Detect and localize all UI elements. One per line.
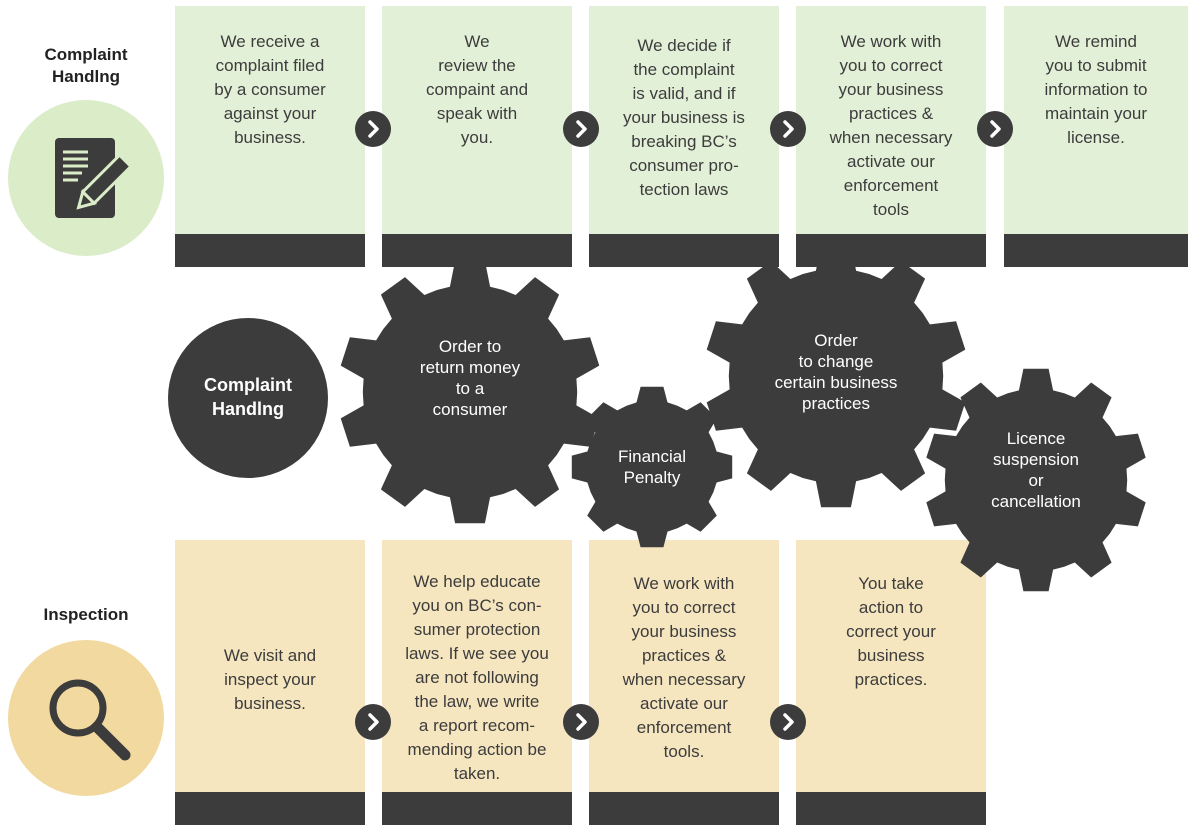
chevron-right-icon (770, 111, 806, 147)
inspection-step-4: You take action to correct your business… (796, 540, 986, 825)
gear-2 (571, 386, 733, 548)
chevron-right-icon (563, 111, 599, 147)
inspection-step-2: We help educate you on BC’s con- sumer p… (382, 540, 572, 825)
chevron-right-icon (355, 704, 391, 740)
complaint-handling-hub: Complaint Handlng (168, 318, 328, 478)
step-text: We work with you to correct your busines… (622, 574, 746, 761)
complaint-icon-circle (8, 100, 164, 256)
complaint-step-3: We decide if the complaint is valid, and… (589, 6, 779, 267)
gear-1-label: Order to return money to a consumer (419, 337, 521, 419)
gear-4 (926, 368, 1146, 592)
step-text: You take action to correct your business… (846, 574, 936, 689)
step-bar (382, 792, 572, 825)
step-text: We review the compaint and speak with yo… (425, 32, 529, 147)
complaint-step-1: We receive a complaint filed by a consum… (175, 6, 365, 267)
step-bar (175, 234, 365, 267)
step-text: We help educate you on BC’s con- sumer p… (405, 572, 549, 783)
step-text: We work with you to correct your busines… (829, 32, 953, 219)
complaint-step-4: We work with you to correct your busines… (796, 6, 986, 267)
gear-4-label: Licence suspension or cancellation (991, 429, 1081, 511)
step-bar (589, 234, 779, 267)
gear-3 (706, 244, 966, 508)
complaint-step-2: We review the compaint and speak with yo… (382, 6, 572, 267)
inspection-icon-circle (8, 640, 164, 796)
document-pen-icon (55, 138, 133, 218)
step-bar (1004, 234, 1188, 267)
step-text: We decide if the complaint is valid, and… (623, 36, 745, 199)
chevron-right-icon (563, 704, 599, 740)
gear-1 (340, 260, 600, 524)
inspection-section-label: Inspection (43, 605, 129, 624)
gear-3-label: Order to change certain business practic… (774, 331, 898, 413)
hub-label: Complaint Handlng (204, 375, 292, 419)
step-bar (796, 792, 986, 825)
step-text: We visit and inspect your business. (223, 646, 317, 713)
chevron-right-icon (355, 111, 391, 147)
complaint-step-5: We remind you to submit information to m… (1004, 6, 1188, 267)
chevron-right-icon (977, 111, 1013, 147)
inspection-step-1: We visit and inspect your business. (175, 540, 365, 825)
gear-2-label: Financial Penalty (617, 447, 687, 487)
step-bar (589, 792, 779, 825)
step-text: We remind you to submit information to m… (1044, 32, 1148, 147)
inspection-step-3: We work with you to correct your busines… (589, 540, 779, 825)
chevron-right-icon (770, 704, 806, 740)
complaint-section-label: Complaint Handlng (44, 45, 128, 86)
magnifier-icon (49, 679, 131, 761)
step-bar (175, 792, 365, 825)
step-text: We receive a complaint filed by a consum… (214, 32, 326, 147)
